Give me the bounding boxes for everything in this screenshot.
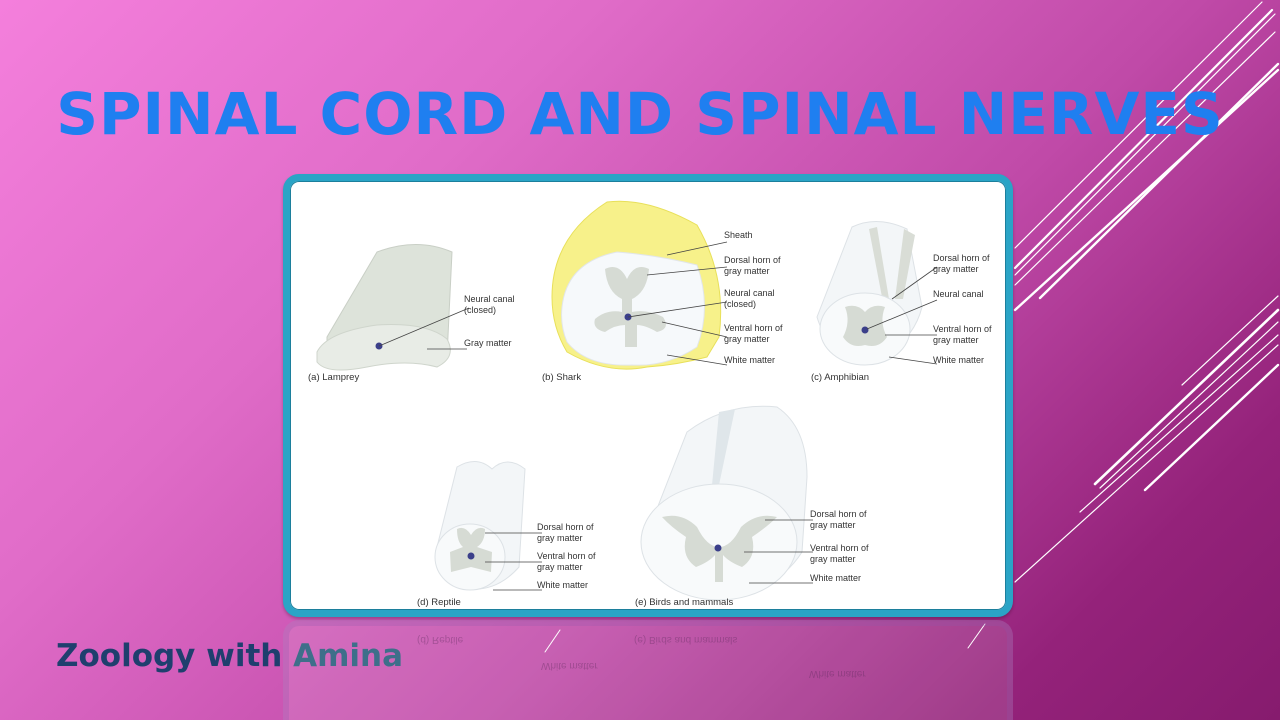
spinal-cord-comparison-figure: [316, 200, 938, 601]
reflected-label: White matter: [541, 660, 598, 671]
amphibian-cross-section: [816, 221, 938, 366]
label-white-matter: White matter: [537, 580, 589, 590]
label-dorsal-horn: Dorsal horn of gray matter: [933, 253, 990, 274]
caption-reptile: (d) Reptile: [417, 597, 461, 608]
label-dorsal-horn: Dorsal horn of gray matter: [537, 522, 594, 543]
label-dorsal-horn: Dorsal horn of gray matter: [724, 255, 781, 276]
caption-shark: (b) Shark: [542, 372, 582, 383]
label-ventral-horn: Ventral horn of gray matter: [810, 543, 869, 564]
reflected-caption-reptile: (d) Reptile: [417, 634, 464, 645]
label-white-matter: White matter: [810, 573, 862, 583]
label-neural-canal: Neural canal: [933, 289, 984, 299]
channel-brand: Zoology with Amina: [56, 638, 403, 674]
caption-amphibian: (c) Amphibian: [811, 372, 870, 383]
figure-reflection: (d) Reptile (e) Birds and mammals White …: [283, 620, 1013, 720]
label-white-matter: White matter: [933, 355, 985, 365]
label-neural-canal-closed: Neural canal (closed): [464, 294, 515, 315]
label-neural-canal-closed: Neural canal (closed): [724, 288, 775, 309]
lamprey-cross-section: [316, 244, 470, 371]
brand-part-2: Amina: [293, 638, 404, 674]
figure-frame: Neural canal (closed) Gray matter (a) La…: [283, 174, 1013, 617]
reflected-label: White matter: [809, 668, 866, 679]
reflected-caption-birds: (e) Birds and mammals: [634, 634, 738, 645]
label-ventral-horn: Ventral horn of gray matter: [933, 324, 992, 345]
caption-birds-and-mammals: (e) Birds and mammals: [635, 597, 734, 608]
label-white-matter: White matter: [724, 355, 776, 365]
slide-title: SPINAL CORD AND SPINAL NERVES: [56, 80, 1224, 148]
label-ventral-horn: Ventral horn of gray matter: [724, 323, 783, 344]
reptile-cross-section: [434, 461, 542, 591]
birds-mammals-cross-section: [640, 405, 813, 601]
label-gray-matter: Gray matter: [464, 338, 512, 348]
shark-cross-section: [551, 200, 728, 370]
brand-part-1: Zoology with: [56, 638, 283, 674]
label-dorsal-horn: Dorsal horn of gray matter: [810, 509, 867, 530]
caption-lamprey: (a) Lamprey: [308, 372, 360, 383]
label-ventral-horn: Ventral horn of gray matter: [537, 551, 596, 572]
label-sheath: Sheath: [724, 230, 753, 240]
